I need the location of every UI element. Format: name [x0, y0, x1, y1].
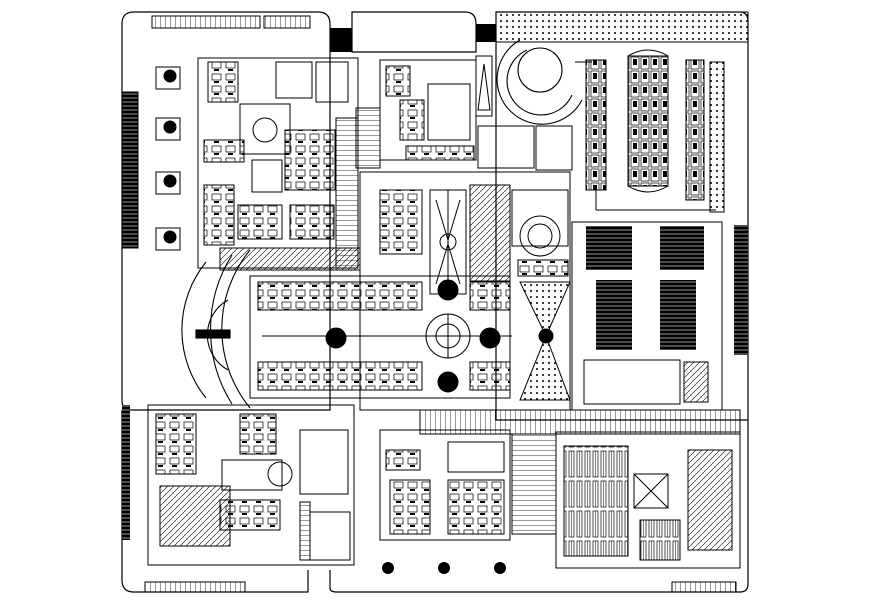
column-block	[330, 28, 352, 52]
east-wing	[571, 221, 723, 411]
south-middle-wing	[379, 429, 557, 541]
central-mall	[359, 171, 571, 411]
left-kiosks	[155, 66, 181, 251]
right-service-strip	[734, 225, 748, 355]
southwest-wing	[147, 404, 355, 566]
bottom-hatched-band	[144, 581, 246, 593]
left-service-strip	[122, 405, 130, 540]
column-block	[476, 24, 496, 42]
curved-entrance	[181, 249, 251, 409]
left-service-strip	[121, 91, 139, 249]
northwest-wing	[197, 57, 361, 271]
mall-corridor	[249, 275, 512, 399]
landscape-strip	[495, 11, 749, 43]
top-hatched-band	[151, 15, 261, 29]
bottom-hatched-band	[671, 581, 737, 593]
top-hatched-band	[263, 15, 311, 29]
parking-north	[585, 49, 725, 213]
bottom-planters	[382, 562, 506, 574]
rotunda	[496, 39, 592, 125]
central-north-block	[355, 55, 573, 171]
southeast-wing	[555, 431, 741, 569]
hourglass-atrium	[519, 281, 571, 401]
